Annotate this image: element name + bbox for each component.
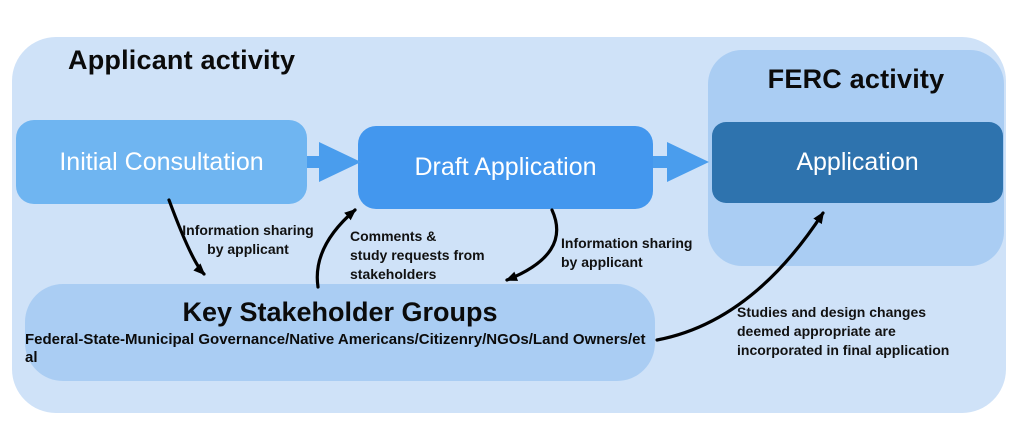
applicant-activity-title: Applicant activity <box>68 45 296 75</box>
node-draft-application: Draft Application <box>358 126 653 209</box>
edge-label-info-sharing-left: Information sharing by applicant <box>182 222 314 257</box>
key-stakeholder-groups-subtitle: Federal-State-Municipal Governance/Nativ… <box>25 331 646 367</box>
node-draft-application-label: Draft Application <box>414 153 597 181</box>
node-key-stakeholder-groups: Key Stakeholder Groups Federal-State-Mun… <box>25 284 655 381</box>
edge-label-studies-design-changes: Studies and design changes deemed approp… <box>737 304 950 358</box>
edge-label-info-sharing-right: Information sharing by applicant <box>561 235 693 270</box>
node-application: Application <box>712 122 1003 203</box>
node-initial-consultation: Initial Consultation <box>16 120 307 204</box>
key-stakeholder-groups-title: Key Stakeholder Groups <box>182 296 498 327</box>
ferc-activity-title: FERC activity <box>767 64 945 94</box>
edge-label-comments-study-requests: Comments & study requests from stakehold… <box>350 228 485 282</box>
node-application-label: Application <box>796 148 919 176</box>
node-initial-consultation-label: Initial Consultation <box>59 147 264 176</box>
